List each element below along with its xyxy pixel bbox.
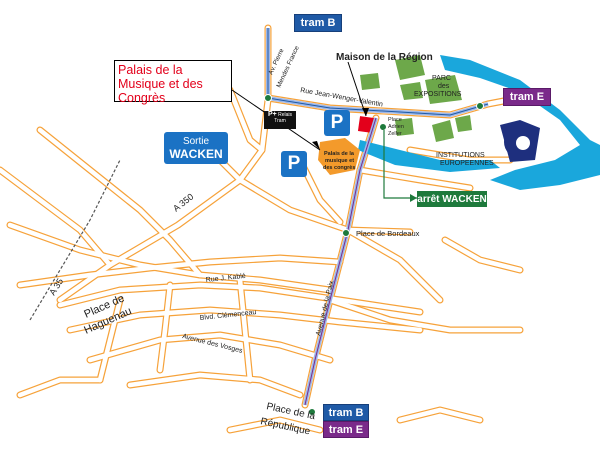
parking-icon-west: P (281, 151, 307, 177)
label-palais-2: musique et (325, 158, 354, 164)
stop-republique (308, 408, 316, 416)
arrow-palais (312, 141, 320, 150)
label-zeller: Zeller (388, 131, 402, 137)
label-palais-3: des congrès (323, 165, 355, 171)
sortie-wacken-sign: Sortie WACKEN (164, 132, 228, 164)
label-institutions: INSTITUTIONS (436, 152, 485, 159)
tram-stops (264, 94, 484, 416)
label-adrien: Adrien (388, 124, 404, 130)
label-a350: A 350 (171, 192, 195, 214)
stop-east (476, 102, 484, 110)
motorway-a35 (29, 159, 121, 321)
water (358, 55, 600, 190)
arret-arrow (410, 194, 417, 202)
stop-north (264, 94, 272, 102)
tram-e-badge-south: tram E (323, 421, 369, 438)
palais-callout: Palais de la Musique et des Congrès (114, 60, 232, 105)
palais-building (318, 138, 360, 175)
stop-wacken (379, 123, 387, 131)
pr-line1: P+ (267, 111, 277, 118)
parc-expositions (360, 55, 472, 142)
label-rue-kable: Rue J. Kablé (205, 273, 246, 284)
label-place-adrien: Place (388, 117, 402, 123)
parking-icon-center: P (324, 110, 350, 136)
title-maison-1: Maison de la Région (336, 52, 433, 63)
arret-connector (383, 130, 417, 199)
label-place-bordeaux: Place de Bordeaux (356, 229, 420, 238)
label-europeennes: EUROPEENNES (440, 160, 494, 167)
arrow-maison (362, 108, 369, 116)
park-and-ride-sign: P+ Relais Tram (264, 111, 296, 129)
tram-e-badge-east: tram E (503, 88, 551, 106)
label-parc: PARC (432, 75, 451, 82)
stop-bordeaux (342, 229, 350, 237)
pr-line2: Relais (278, 112, 293, 118)
sortie-line1: Sortie (182, 136, 210, 147)
sortie-line2: WACKEN (169, 147, 223, 161)
tram-b-badge-south: tram B (323, 404, 369, 421)
label-expositions: EXPOSITIONS (414, 91, 462, 98)
label-palais-1: Palais de la (324, 151, 355, 157)
institutions-buildings (500, 120, 540, 162)
tram-b-badge-north: tram B (294, 14, 342, 32)
label-des: des (438, 83, 450, 90)
pr-line3: Tram (274, 118, 286, 124)
arret-wacken-label: arrêt WACKEN (417, 191, 487, 207)
